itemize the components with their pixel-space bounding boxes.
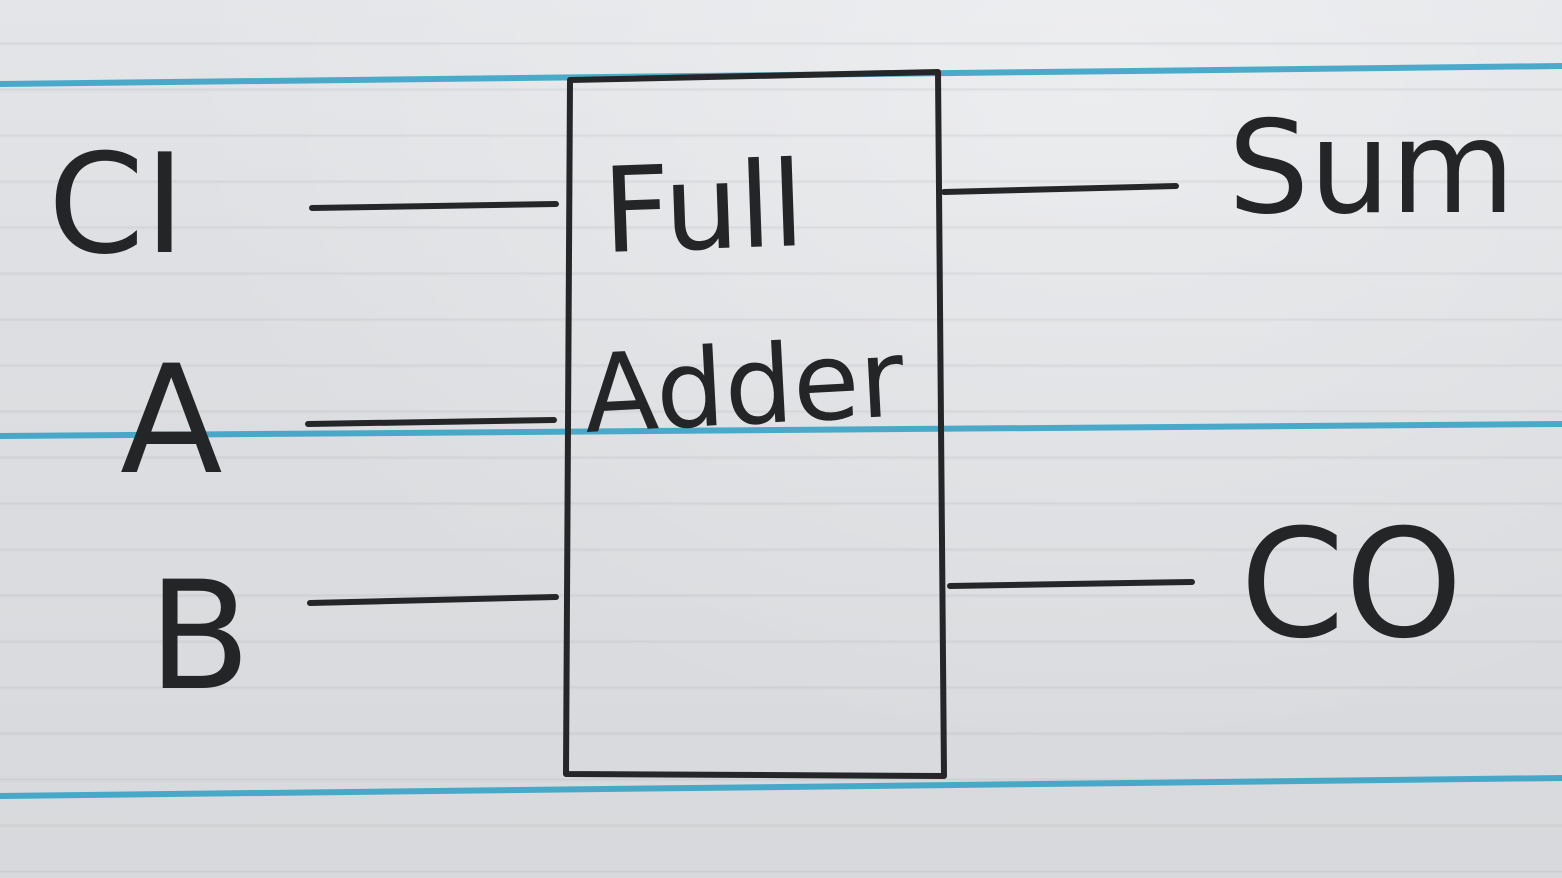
block-label-line1: Full [600,135,806,280]
output-label-sum: Sum [1228,94,1515,243]
wire-co [947,579,1195,589]
output-label-co: CO [1240,498,1463,672]
wire-ci [309,201,559,211]
block-label-line2: Adder [581,316,908,458]
ruled-line [0,421,1562,439]
input-label-b: B [148,550,251,724]
input-label-ci: CI [48,124,185,285]
wire-sum [941,183,1179,195]
ruled-line [0,775,1562,799]
wire-b [307,594,559,606]
wire-a [305,417,557,427]
input-label-a: A [120,334,223,508]
full-adder-block [563,69,947,779]
